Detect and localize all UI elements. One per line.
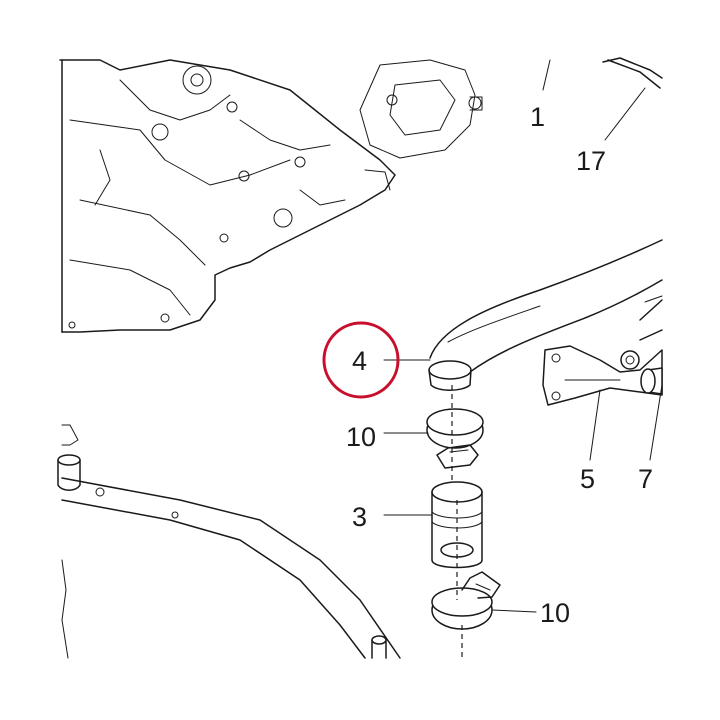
callout-1: 1: [530, 102, 545, 132]
part-7-bolt: [620, 350, 663, 395]
engine-block: [59, 59, 483, 333]
callout-10-upper: 10: [346, 422, 376, 452]
frame-lower-left: [57, 424, 401, 659]
callout-10-lower: 10: [540, 598, 570, 628]
part-5-mounting-bracket: [542, 295, 663, 406]
callout-5: 5: [580, 464, 595, 494]
highlight-circle: [322, 321, 400, 399]
callout-4: 4: [352, 346, 367, 376]
part-17-bracket: [602, 57, 663, 89]
leader-lines: [383, 59, 663, 613]
part-4-breather-hose: [428, 239, 663, 391]
callout-7: 7: [638, 464, 653, 494]
callout-3: 3: [352, 502, 367, 532]
part-10-hose-clamp-lower: [431, 571, 501, 630]
callout-17: 17: [576, 146, 606, 176]
part-10-hose-clamp-upper: [426, 408, 484, 469]
assembly-axis-line: [451, 385, 463, 660]
